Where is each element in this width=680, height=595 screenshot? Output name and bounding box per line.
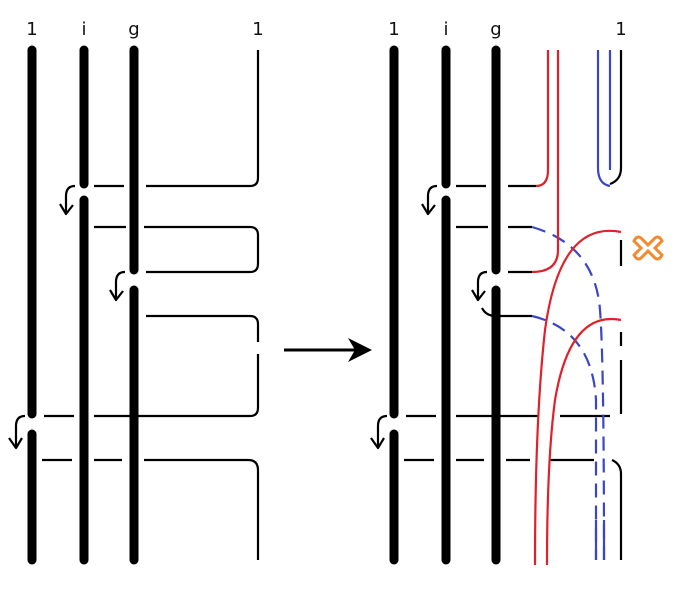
left-label-i: i	[81, 19, 86, 40]
left-label-1-right: 1	[252, 19, 263, 40]
blue-curves	[531, 50, 612, 561]
left-hook-arrow-3	[8, 437, 23, 450]
left-label-1: 1	[26, 19, 37, 40]
arrow-right-icon	[284, 338, 372, 362]
cross-mark-icon	[632, 235, 664, 261]
left-label-g: g	[128, 19, 139, 40]
right-label-1-right: 1	[615, 19, 626, 40]
right-hook-arrow-1	[421, 203, 436, 216]
right-hook-arrow-2	[471, 289, 486, 302]
right-label-1: 1	[388, 19, 399, 40]
right-thin-strand	[370, 50, 623, 560]
left-panel: 1 i g 1	[8, 19, 264, 565]
right-panel: 1 i g 1	[370, 19, 664, 566]
right-label-i: i	[443, 19, 448, 40]
left-hook-arrow-2	[109, 289, 124, 302]
red-curves	[531, 50, 622, 566]
left-hook-arrow-1	[59, 203, 74, 216]
right-label-g: g	[490, 19, 501, 40]
right-hook-arrow-3	[370, 437, 385, 450]
left-thin-strand	[8, 50, 260, 560]
